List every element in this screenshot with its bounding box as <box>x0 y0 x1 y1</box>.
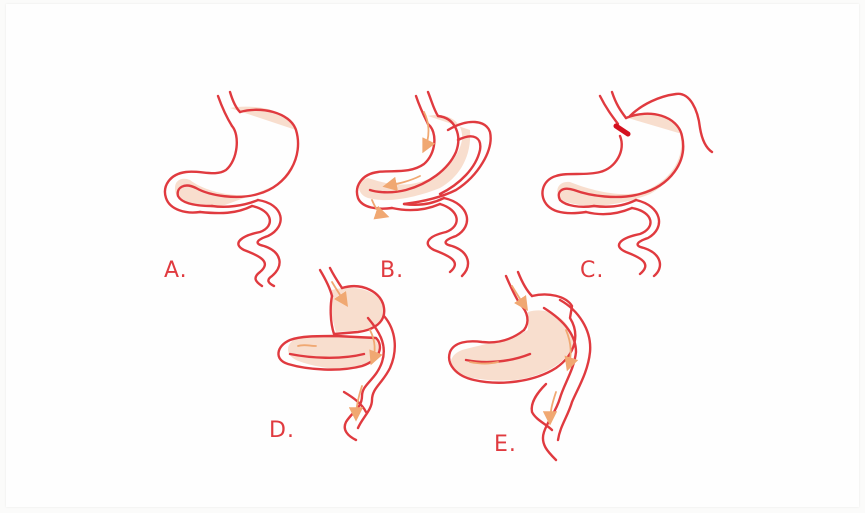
figure-d-limb <box>345 316 395 440</box>
figure-a-stomach-fill <box>175 107 298 208</box>
figure-b-sleeve-stomach <box>357 92 491 276</box>
figure-c-esophagus-right <box>612 92 626 118</box>
figure-e-food-arrow-3 <box>550 392 556 422</box>
figure-d-bile-arrow <box>298 345 316 346</box>
figure-e-food-arrow-1 <box>512 286 526 308</box>
figure-d-bypass-stomach <box>278 268 394 440</box>
figure-a-esophagus-left <box>218 96 232 126</box>
figure-c-banded-stomach <box>542 92 712 276</box>
figure-e-switch-stomach <box>449 272 590 460</box>
figure-e-label: E. <box>494 432 517 457</box>
figure-d-label: D. <box>269 418 295 443</box>
figure-b-esophagus-right <box>428 92 438 116</box>
figure-c-band <box>616 126 628 134</box>
figure-e-esophagus <box>506 272 532 304</box>
figure-a-label: A. <box>164 258 188 283</box>
figure-b-intestine <box>428 198 468 276</box>
figure-a-normal-stomach <box>165 92 298 286</box>
figure-a-intestine <box>238 200 280 286</box>
figure-b-label: B. <box>380 258 404 283</box>
figure-b-duodenum <box>392 198 444 210</box>
figure-c-label: C. <box>580 258 604 283</box>
